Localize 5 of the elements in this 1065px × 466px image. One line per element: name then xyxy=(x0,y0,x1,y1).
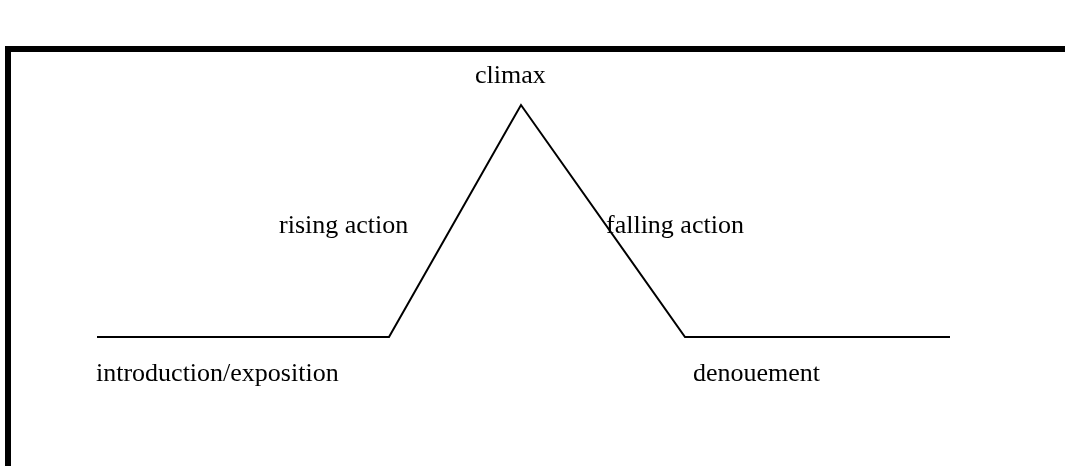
stage-label: denouement xyxy=(693,358,821,388)
stage-label: rising action xyxy=(279,210,409,240)
stage-label: introduction/exposition xyxy=(96,358,339,388)
stage-label: climax xyxy=(475,60,546,90)
stage-label: falling action xyxy=(606,210,744,240)
